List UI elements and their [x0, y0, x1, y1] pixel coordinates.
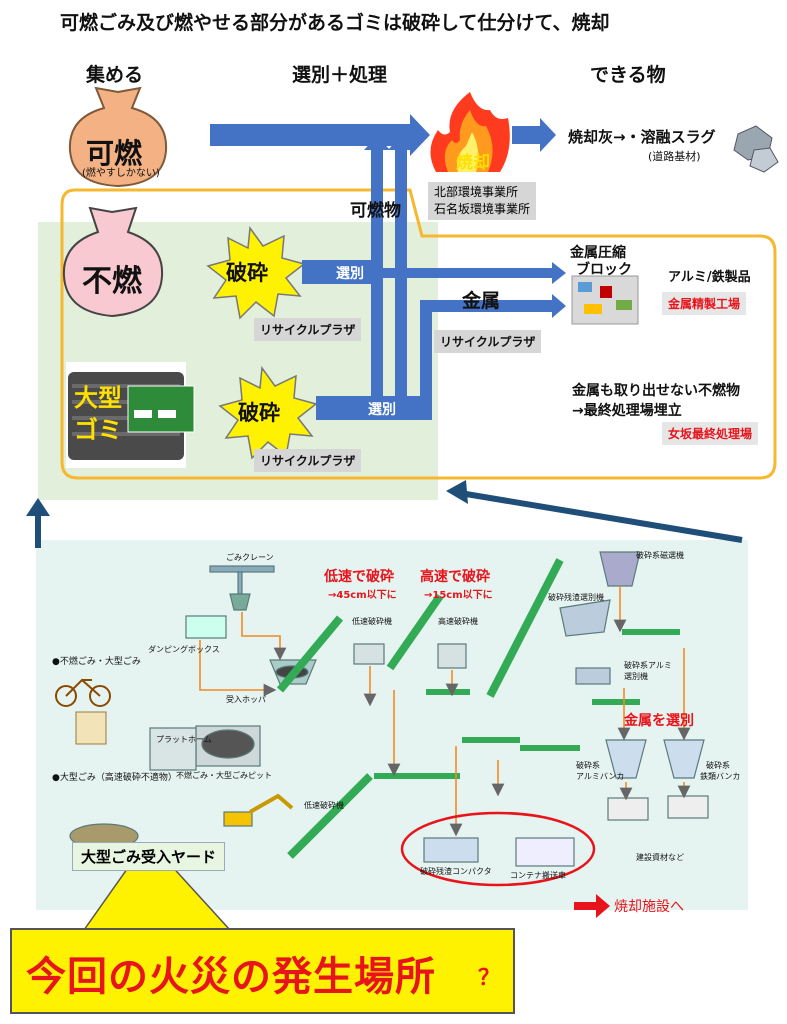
- metal-block-icon: [571, 275, 639, 325]
- container-label: コンテナ搬送車: [510, 871, 566, 880]
- metal-sort-label: 金属を選別: [624, 713, 694, 729]
- platform-label: プラットホーム: [156, 735, 212, 744]
- alu-bunker-label-1: 破砕系: [576, 761, 600, 770]
- compactor-label: 破砕残渣コンパクタ: [420, 867, 492, 876]
- fire-location-ellipse: [400, 811, 596, 887]
- landfill-label: 女坂最終処理場: [662, 422, 759, 445]
- fire-icon: [430, 92, 510, 172]
- burnable-label: 可燃: [86, 137, 143, 170]
- low-speed-sub: →45cm以下に: [328, 590, 397, 601]
- column-collect: 集める: [86, 64, 144, 86]
- high-speed-label: 高速で破砕: [420, 569, 490, 585]
- flow-arrows: [210, 114, 566, 420]
- crush-star-2: [218, 365, 318, 460]
- recycle-plaza-3: リサイクルプラザ: [254, 449, 362, 472]
- iron-bunker-label-1: 破砕系: [706, 761, 730, 770]
- residue-label-1: 金属も取り出せない不燃物: [572, 383, 740, 399]
- box-icon: [75, 711, 107, 745]
- high-speed-sub: →15cm以下に: [424, 590, 493, 601]
- metal-factory-label: 金属精製工場: [662, 292, 747, 315]
- bulky-row-label: ●大型ごみ（高速破砕不適物）: [52, 773, 177, 783]
- alu-iron-label: アルミ/鉄製品: [668, 270, 751, 285]
- column-output: できる物: [590, 64, 666, 86]
- recycle-plaza-2: リサイクルプラザ: [434, 330, 542, 353]
- to-incinerator-label: 焼却施設へ: [614, 899, 684, 915]
- recycle-plaza-1: リサイクルプラザ: [254, 318, 362, 341]
- sort-label-1: 選別: [336, 266, 364, 282]
- bulky-trash-icon: [66, 362, 195, 468]
- burnables-label: 可燃物: [350, 201, 401, 221]
- materials-label: 建設資材など: [636, 853, 684, 862]
- sort-label-2: 選別: [368, 402, 396, 418]
- callout-question: ？: [478, 966, 501, 991]
- burnable-sub: (燃やすしかない): [82, 168, 160, 179]
- metal-block-label-1: 金属圧縮: [570, 245, 626, 261]
- incinerate-site-2: 石名坂環境事業所: [434, 202, 531, 216]
- alu-sort-label-2: 選別機: [624, 672, 648, 681]
- ash-slag-label: 焼却灰→・溶融スラグ: [568, 128, 716, 146]
- crush-star-1: [206, 225, 306, 320]
- metal-block-label-2: ブロック: [576, 262, 632, 278]
- bulky-label-1: 大型: [74, 384, 122, 412]
- hopper-label: 受入ホッパ: [226, 695, 266, 704]
- low-crusher-label: 低速破砕機: [352, 617, 392, 626]
- burnable-bag-icon: [68, 86, 168, 188]
- crush-label-1: 破砕: [226, 261, 268, 285]
- yard-label: 大型ごみ受入ヤード: [72, 842, 226, 871]
- column-process: 選別＋処理: [292, 64, 388, 86]
- low-speed-label: 低速で破砕: [324, 569, 394, 585]
- incinerate-sites: 北部環境事業所 石名坂環境事業所: [428, 182, 537, 220]
- to-incinerator-arrow: [574, 894, 610, 918]
- nonburnable-bag-icon: [62, 206, 164, 318]
- page-title: 可燃ごみ及び燃やせる部分があるゴミは破砕して仕分けて、焼却: [60, 12, 610, 34]
- low-crusher2-label: 低速破砕機: [304, 801, 344, 810]
- bicycle-icon: [55, 678, 111, 707]
- pit-label: 不燃ごみ・大型ごみピット: [176, 771, 272, 780]
- ash-slag-sub: (道路基材): [648, 150, 701, 163]
- callout-main-text: 今回の火災の発生場所: [26, 954, 436, 1000]
- return-arrows: [35, 490, 743, 548]
- crane-label: ごみクレーン: [226, 553, 274, 562]
- fire-location-callout: [10, 928, 515, 1014]
- high-crusher-label: 高速破砕機: [438, 617, 478, 626]
- callout-pointer: [82, 861, 232, 931]
- dumping-label: ダンピングボックス: [148, 645, 220, 654]
- nonburn-row-label: ●不燃ごみ・大型ごみ: [52, 657, 141, 667]
- nonburnable-label: 不燃: [82, 264, 142, 299]
- crush-label-2: 破砕: [238, 401, 280, 425]
- bulky-label-2: ゴミ: [74, 416, 122, 444]
- residue-sort-label: 破砕残渣選別機: [548, 593, 604, 602]
- residue-label-2: →最終処理場埋立: [572, 403, 682, 419]
- alu-bunker-label-2: アルミバンカ: [576, 772, 625, 781]
- orange-region-border: [60, 188, 777, 480]
- iron-bunker-label-2: 鉄類バンカ: [700, 772, 741, 781]
- slag-icon: [733, 125, 779, 173]
- incinerate-site-1: 北部環境事業所: [434, 185, 519, 199]
- incinerate-label: 焼却: [456, 153, 490, 173]
- magnet-label: 破砕系磁選機: [636, 551, 684, 560]
- alu-sort-label-1: 破砕系アルミ: [624, 661, 672, 670]
- metal-label: 金属: [462, 290, 501, 312]
